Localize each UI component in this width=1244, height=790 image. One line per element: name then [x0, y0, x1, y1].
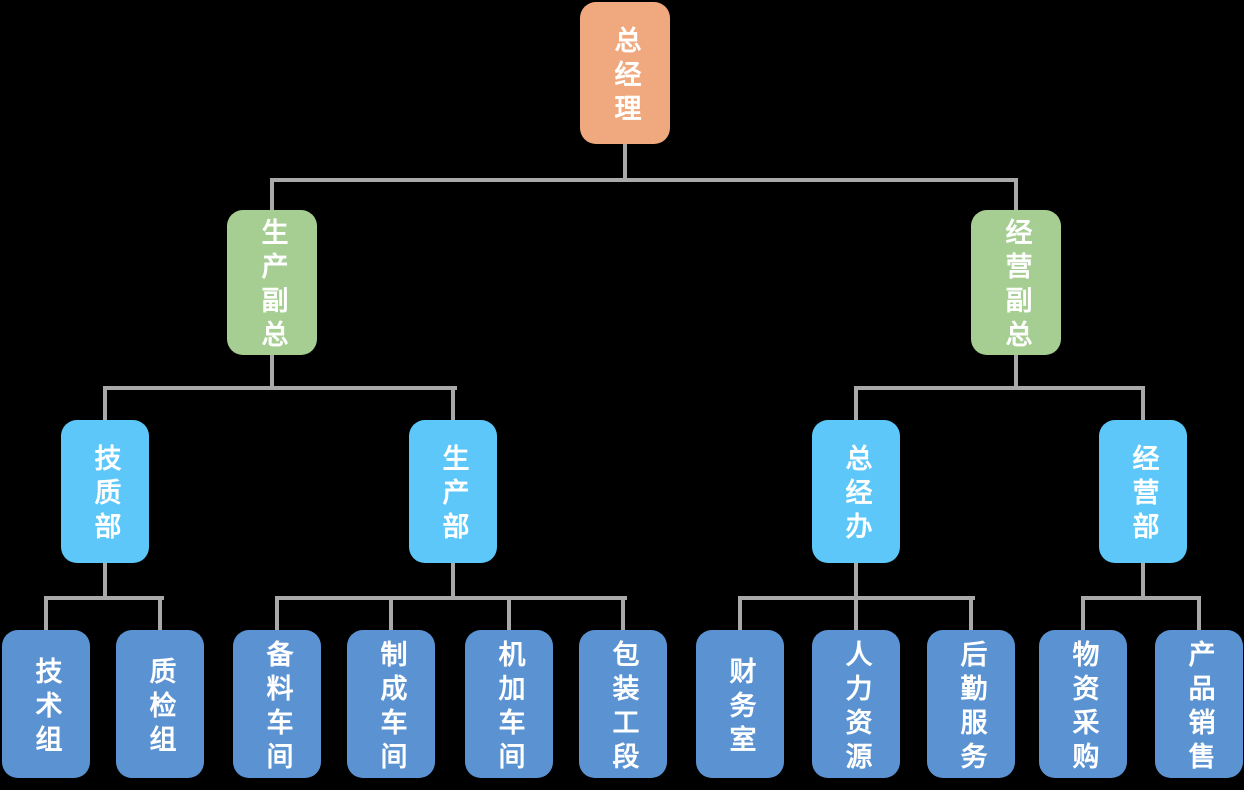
connector-line: [275, 596, 279, 632]
connector-line: [1141, 386, 1145, 422]
connector-line: [103, 386, 107, 422]
node-label: 后勤服务: [955, 639, 987, 776]
node-production-dept: 生产部: [409, 420, 497, 563]
node-general-manager: 总经理: [580, 2, 670, 144]
node-label: 技质部: [89, 444, 121, 546]
node-label: 制成车间: [375, 639, 407, 776]
node-label: 备料车间: [261, 639, 293, 776]
node-label: 财务室: [724, 656, 756, 759]
connector-line: [1081, 596, 1201, 600]
node-label: 人力资源: [840, 639, 872, 776]
node-operations-dept: 经营部: [1099, 420, 1187, 563]
connector-line: [1141, 562, 1145, 598]
connector-line: [275, 596, 627, 600]
connector-line: [158, 596, 162, 632]
connector-line: [623, 143, 627, 182]
connector-line: [738, 596, 742, 632]
connector-line: [1014, 354, 1018, 388]
connector-line: [103, 386, 457, 390]
connector-line: [389, 596, 393, 632]
connector-line: [1197, 596, 1201, 632]
node-product-sales: 产品销售: [1155, 630, 1243, 778]
node-technical-team: 技术组: [2, 630, 90, 778]
connector-line: [451, 386, 455, 422]
node-label: 物资采购: [1067, 639, 1099, 776]
connector-line: [621, 596, 625, 632]
node-label: 总经理: [609, 25, 641, 128]
connector-line: [270, 354, 274, 388]
connector-line: [44, 596, 48, 632]
node-label: 生产部: [437, 444, 469, 546]
connector-line: [1014, 178, 1018, 212]
connector-line: [44, 596, 164, 600]
node-label: 经营部: [1127, 444, 1159, 546]
node-label: 机加车间: [493, 639, 525, 776]
node-finishing-workshop: 制成车间: [347, 630, 435, 778]
node-label: 包装工段: [607, 639, 639, 776]
node-human-resources: 人力资源: [812, 630, 900, 778]
node-operations-vp: 经营副总: [971, 210, 1061, 355]
node-finance-office: 财务室: [696, 630, 784, 778]
connector-line: [854, 596, 858, 632]
node-gm-office: 总经办: [812, 420, 900, 563]
node-material-procurement: 物资采购: [1039, 630, 1127, 778]
node-label: 生产副总: [256, 218, 288, 354]
node-material-prep-workshop: 备料车间: [233, 630, 321, 778]
node-label: 产品销售: [1183, 639, 1215, 776]
connector-line: [969, 596, 973, 632]
connector-line: [270, 178, 274, 212]
connector-line: [270, 178, 1018, 182]
node-tech-quality-dept: 技质部: [61, 420, 149, 563]
node-label: 经营副总: [1000, 218, 1032, 354]
node-logistics-service: 后勤服务: [927, 630, 1015, 778]
connector-line: [103, 562, 107, 598]
node-quality-inspection-team: 质检组: [116, 630, 204, 778]
connector-line: [507, 596, 511, 632]
node-label: 技术组: [30, 656, 62, 759]
connector-line: [1081, 596, 1085, 632]
node-label: 总经办: [840, 444, 872, 546]
connector-line: [854, 562, 858, 598]
connector-line: [854, 386, 858, 422]
connector-line: [451, 562, 455, 598]
node-machining-workshop: 机加车间: [465, 630, 553, 778]
node-packaging-section: 包装工段: [579, 630, 667, 778]
node-production-vp: 生产副总: [227, 210, 317, 355]
connector-line: [854, 386, 1145, 390]
node-label: 质检组: [144, 656, 176, 759]
